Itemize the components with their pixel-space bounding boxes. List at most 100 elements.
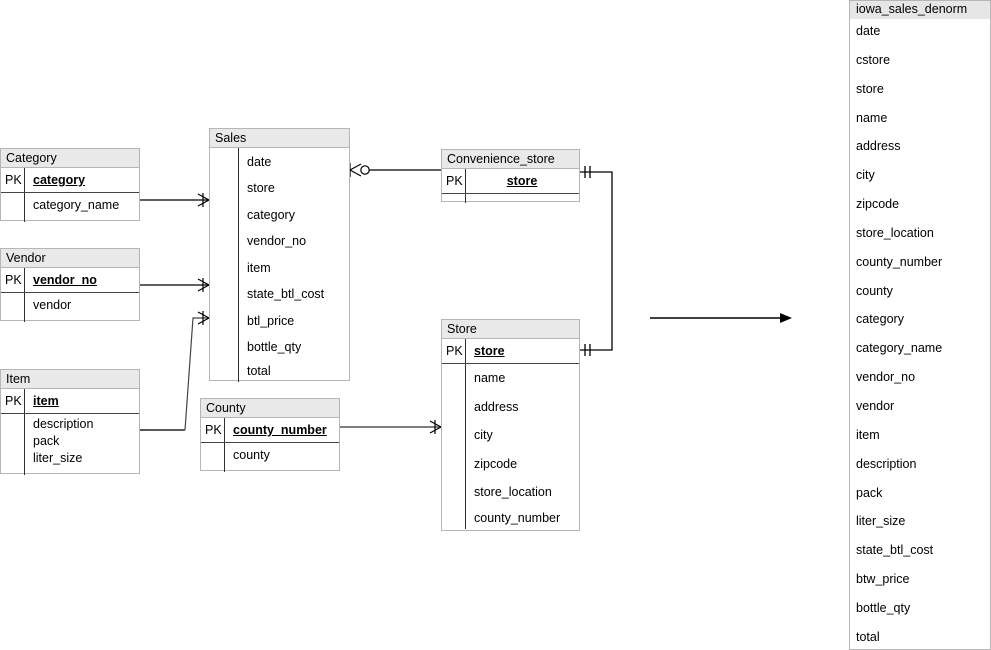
attribute-name: zipcode bbox=[474, 456, 518, 471]
entity-title-item: Item bbox=[1, 370, 139, 389]
attribute-row[interactable]: item bbox=[210, 254, 349, 281]
denorm-column-item[interactable]: date bbox=[856, 24, 881, 38]
denorm-column-item[interactable]: description bbox=[856, 456, 917, 471]
denorm-column-item[interactable]: city bbox=[856, 168, 875, 183]
entity-title-vendor: Vendor bbox=[1, 249, 139, 268]
attribute-name: category_name bbox=[33, 197, 120, 212]
denorm-column-item[interactable]: category bbox=[856, 312, 904, 327]
attribute-row[interactable]: total bbox=[210, 360, 349, 382]
connector-category-sales bbox=[140, 193, 210, 207]
entity-title-store: Store bbox=[442, 320, 579, 339]
attribute-name: county bbox=[233, 447, 270, 462]
pk-column-divider bbox=[24, 389, 25, 475]
denorm-column-item[interactable]: vendor_no bbox=[856, 370, 916, 385]
attribute-name: total bbox=[247, 364, 271, 378]
pk-marker: PK bbox=[446, 174, 463, 188]
attribute-row[interactable] bbox=[442, 194, 579, 203]
attribute-row[interactable]: vendor bbox=[1, 293, 139, 316]
denorm-column-item[interactable]: item bbox=[856, 427, 880, 442]
attribute-row[interactable]: store_location bbox=[442, 478, 579, 506]
attribute-name: store bbox=[247, 181, 275, 195]
denorm-column-item[interactable]: bottle_qty bbox=[856, 600, 911, 615]
attribute-row[interactable]: bottle_qty bbox=[210, 334, 349, 360]
denorm-column-item[interactable]: cstore bbox=[856, 52, 891, 67]
attribute-row[interactable] bbox=[1, 216, 139, 222]
attribute-name: bottle_qty bbox=[247, 340, 302, 354]
primary-key-row[interactable]: PK store bbox=[442, 339, 579, 364]
attribute-row[interactable]: description bbox=[1, 414, 139, 433]
denorm-column-item[interactable]: btw_price bbox=[856, 572, 910, 587]
connector-convenience-store-store bbox=[580, 166, 613, 356]
attribute-name: county_number bbox=[233, 423, 327, 437]
attribute-name: btl_price bbox=[247, 313, 295, 328]
attribute-name: store_location bbox=[474, 485, 552, 499]
denorm-column-item[interactable]: total bbox=[856, 629, 880, 644]
attribute-row[interactable]: store bbox=[210, 175, 349, 201]
attribute-row[interactable]: address bbox=[442, 392, 579, 421]
denorm-column-item[interactable]: store_location bbox=[856, 225, 934, 240]
attribute-row[interactable]: state_btl_cost bbox=[210, 281, 349, 307]
pk-marker: PK bbox=[5, 273, 22, 287]
pk-column-divider bbox=[238, 148, 239, 382]
denorm-column-item[interactable]: category_name bbox=[856, 341, 943, 356]
denorm-column-item[interactable]: pack bbox=[856, 485, 883, 500]
attribute-name: item bbox=[33, 394, 59, 408]
connector-sales-convenience-store bbox=[349, 163, 441, 177]
denorm-column-item[interactable]: vendor bbox=[856, 398, 895, 413]
attribute-row[interactable]: city bbox=[442, 421, 579, 449]
denorm-column-item[interactable]: store bbox=[856, 81, 884, 96]
attribute-row[interactable]: liter_size bbox=[1, 449, 139, 467]
attribute-name: item bbox=[247, 260, 271, 275]
attribute-row[interactable]: county_number bbox=[442, 506, 579, 529]
denormalized-table-panel: iowa_sales_denorm date cstore store name add… bbox=[849, 0, 991, 650]
attribute-row[interactable]: btl_price bbox=[210, 307, 349, 334]
denorm-column-item[interactable]: liter_size bbox=[856, 514, 906, 529]
denorm-column-item[interactable]: state_btl_cost bbox=[856, 543, 934, 558]
primary-key-row[interactable]: PK county_number bbox=[201, 418, 339, 443]
pk-column-divider bbox=[224, 418, 225, 472]
attribute-name: store bbox=[474, 344, 505, 358]
pk-marker: PK bbox=[205, 423, 222, 437]
attribute-row[interactable]: name bbox=[442, 364, 579, 392]
attribute-name: state_btl_cost bbox=[247, 287, 325, 301]
denorm-table-title: iowa_sales_denorm bbox=[850, 1, 990, 19]
attribute-name: pack bbox=[33, 434, 60, 448]
attribute-row[interactable] bbox=[201, 466, 339, 472]
denorm-column-item[interactable]: address bbox=[856, 139, 901, 154]
denorm-column-list: date cstore store name address city zipcode sto… bbox=[850, 19, 990, 649]
attribute-row[interactable] bbox=[1, 316, 139, 322]
pk-marker: PK bbox=[5, 173, 22, 187]
denorm-column-item[interactable]: county bbox=[856, 283, 893, 298]
attribute-row[interactable]: vendor_no bbox=[210, 228, 349, 254]
connector-item-sales bbox=[140, 311, 210, 431]
denorm-column-item[interactable]: county_number bbox=[856, 254, 943, 269]
pk-marker: PK bbox=[446, 344, 463, 358]
entity-title-convenience_store: Convenience_store bbox=[442, 150, 579, 169]
attribute-row[interactable]: county bbox=[201, 443, 339, 466]
attribute-row[interactable]: category bbox=[210, 201, 349, 228]
pk-column-divider bbox=[24, 168, 25, 222]
denorm-column-item[interactable]: name bbox=[856, 110, 888, 125]
attribute-row[interactable]: category_name bbox=[1, 193, 139, 216]
denorm-column-item[interactable]: zipcode bbox=[856, 197, 900, 212]
attribute-row[interactable]: date bbox=[210, 148, 349, 175]
attribute-name: description bbox=[33, 416, 94, 431]
attribute-row[interactable]: zipcode bbox=[442, 449, 579, 478]
attribute-row[interactable]: pack bbox=[1, 433, 139, 449]
attribute-row[interactable] bbox=[1, 467, 139, 475]
